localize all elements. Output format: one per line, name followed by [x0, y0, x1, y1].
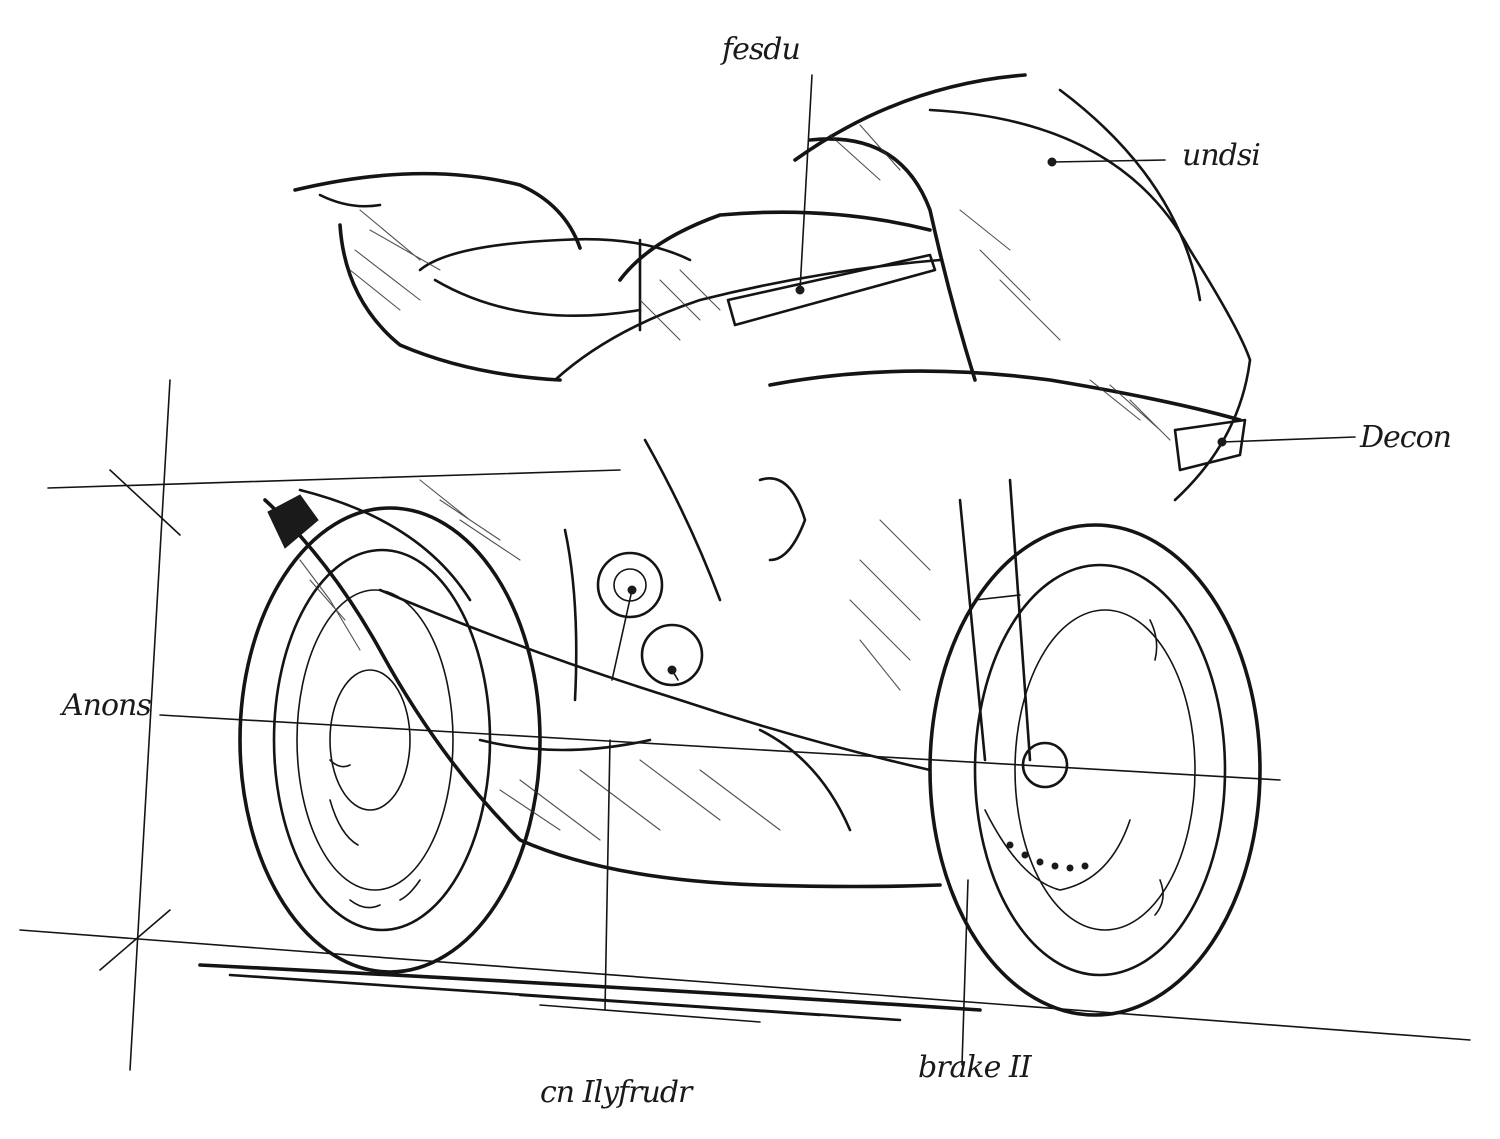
- fuel-tank: [553, 210, 942, 382]
- front-fairing: [768, 73, 1252, 502]
- label-right: Decon: [1360, 420, 1452, 455]
- callouts: [611, 74, 1356, 1066]
- construction-lines: [19, 379, 1471, 1071]
- label-upper-right: undsi: [1182, 138, 1261, 173]
- tail-section: [293, 171, 692, 382]
- lower-fairing: [263, 488, 942, 889]
- front-fork: [958, 478, 1032, 762]
- label-left: Anons: [62, 688, 152, 723]
- ground-shadow: [198, 963, 982, 1023]
- label-bottom-right: brake II: [918, 1050, 1032, 1085]
- brake-disc-holes: [1006, 841, 1089, 872]
- engine-block: [563, 438, 807, 702]
- rear-wheel: [238, 506, 542, 974]
- label-top: fesdu: [722, 32, 801, 67]
- label-bottom-center: cn Ilyfrudr: [540, 1075, 692, 1110]
- shading: [267, 124, 1171, 841]
